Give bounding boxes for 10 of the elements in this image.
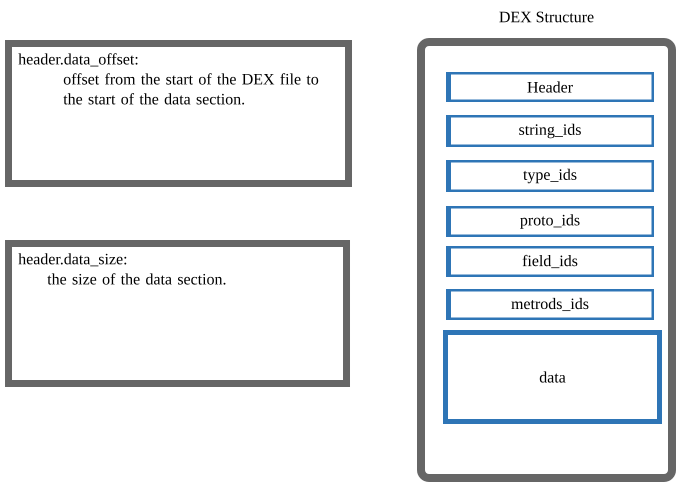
- section-box: field_ids: [446, 246, 654, 277]
- note-box: header.data_offset: offset from the start of the DEX file to the start of the data section.: [5, 40, 352, 187]
- structure-heading: DEX Structure: [499, 12, 594, 22]
- section-box: Header: [446, 72, 654, 102]
- section-box: data: [443, 330, 662, 424]
- section-box: metrods_ids: [446, 289, 654, 320]
- section-box: type_ids: [446, 160, 654, 192]
- note-box: header.data_size: the size of the data section.: [5, 240, 350, 387]
- section-box: proto_ids: [446, 206, 654, 237]
- section-box: string_ids: [446, 115, 654, 147]
